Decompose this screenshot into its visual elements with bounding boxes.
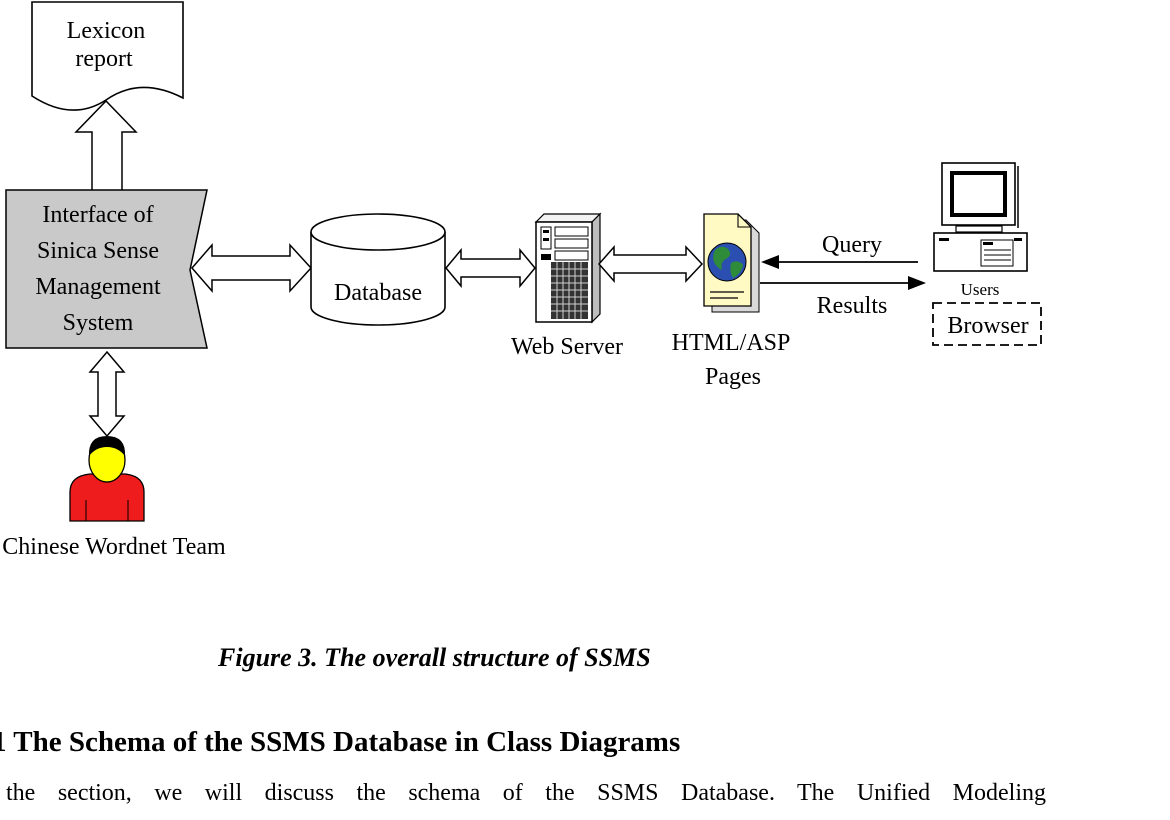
interface-node: Interface of Sinica Sense Management Sys… — [5, 189, 208, 349]
html-asp-pages-node: HTML/ASP Pages — [672, 213, 791, 390]
figure-caption: Figure 3. The overall structure of SSMS — [218, 643, 651, 672]
webserver-pages-arrow — [597, 245, 704, 283]
interface-to-report-arrow — [74, 99, 138, 190]
body-paragraph: the section, we will discuss the schema … — [6, 780, 1046, 806]
query-label: Query — [822, 232, 882, 258]
report-label-line2: report — [75, 46, 133, 72]
database-webserver-arrow — [445, 247, 536, 289]
web-server-node: Web Server — [511, 212, 623, 360]
database-node: Database — [310, 213, 446, 326]
web-page-globe-icon — [703, 213, 760, 313]
query-arrow: Query — [761, 232, 918, 269]
pages-label-line2: Pages — [705, 364, 761, 390]
browser-node: Browser — [932, 302, 1042, 346]
users-node: Users — [933, 162, 1028, 299]
interface-team-arrow — [88, 350, 126, 438]
results-label: Results — [817, 293, 888, 319]
team-label: Chinese Wordnet Team — [2, 534, 226, 560]
desktop-computer-icon — [933, 162, 1028, 272]
web-server-label: Web Server — [511, 334, 623, 360]
interface-database-arrow — [191, 242, 313, 294]
ssms-architecture-diagram: Lexicon report Interface of Sinica Sense… — [2, 1, 1042, 560]
interface-label-line4: System — [63, 310, 134, 336]
interface-label-line3: Management — [35, 274, 161, 300]
team-node: Chinese Wordnet Team — [2, 436, 226, 560]
server-tower-icon — [534, 212, 602, 324]
interface-box — [5, 189, 208, 349]
browser-label: Browser — [947, 313, 1028, 339]
database-label: Database — [334, 280, 422, 306]
lexicon-report-node: Lexicon report — [31, 1, 184, 111]
interface-label-line1: Interface of — [42, 202, 153, 228]
person-icon — [69, 436, 145, 522]
pages-label-line1: HTML/ASP — [672, 330, 791, 356]
database-cylinder-icon — [310, 213, 446, 326]
section-heading: 1 The Schema of the SSMS Database in Cla… — [0, 726, 681, 758]
interface-label-line2: Sinica Sense — [37, 238, 159, 264]
report-label-line1: Lexicon — [67, 18, 146, 44]
users-label: Users — [961, 280, 1000, 299]
results-arrow: Results — [760, 276, 926, 319]
